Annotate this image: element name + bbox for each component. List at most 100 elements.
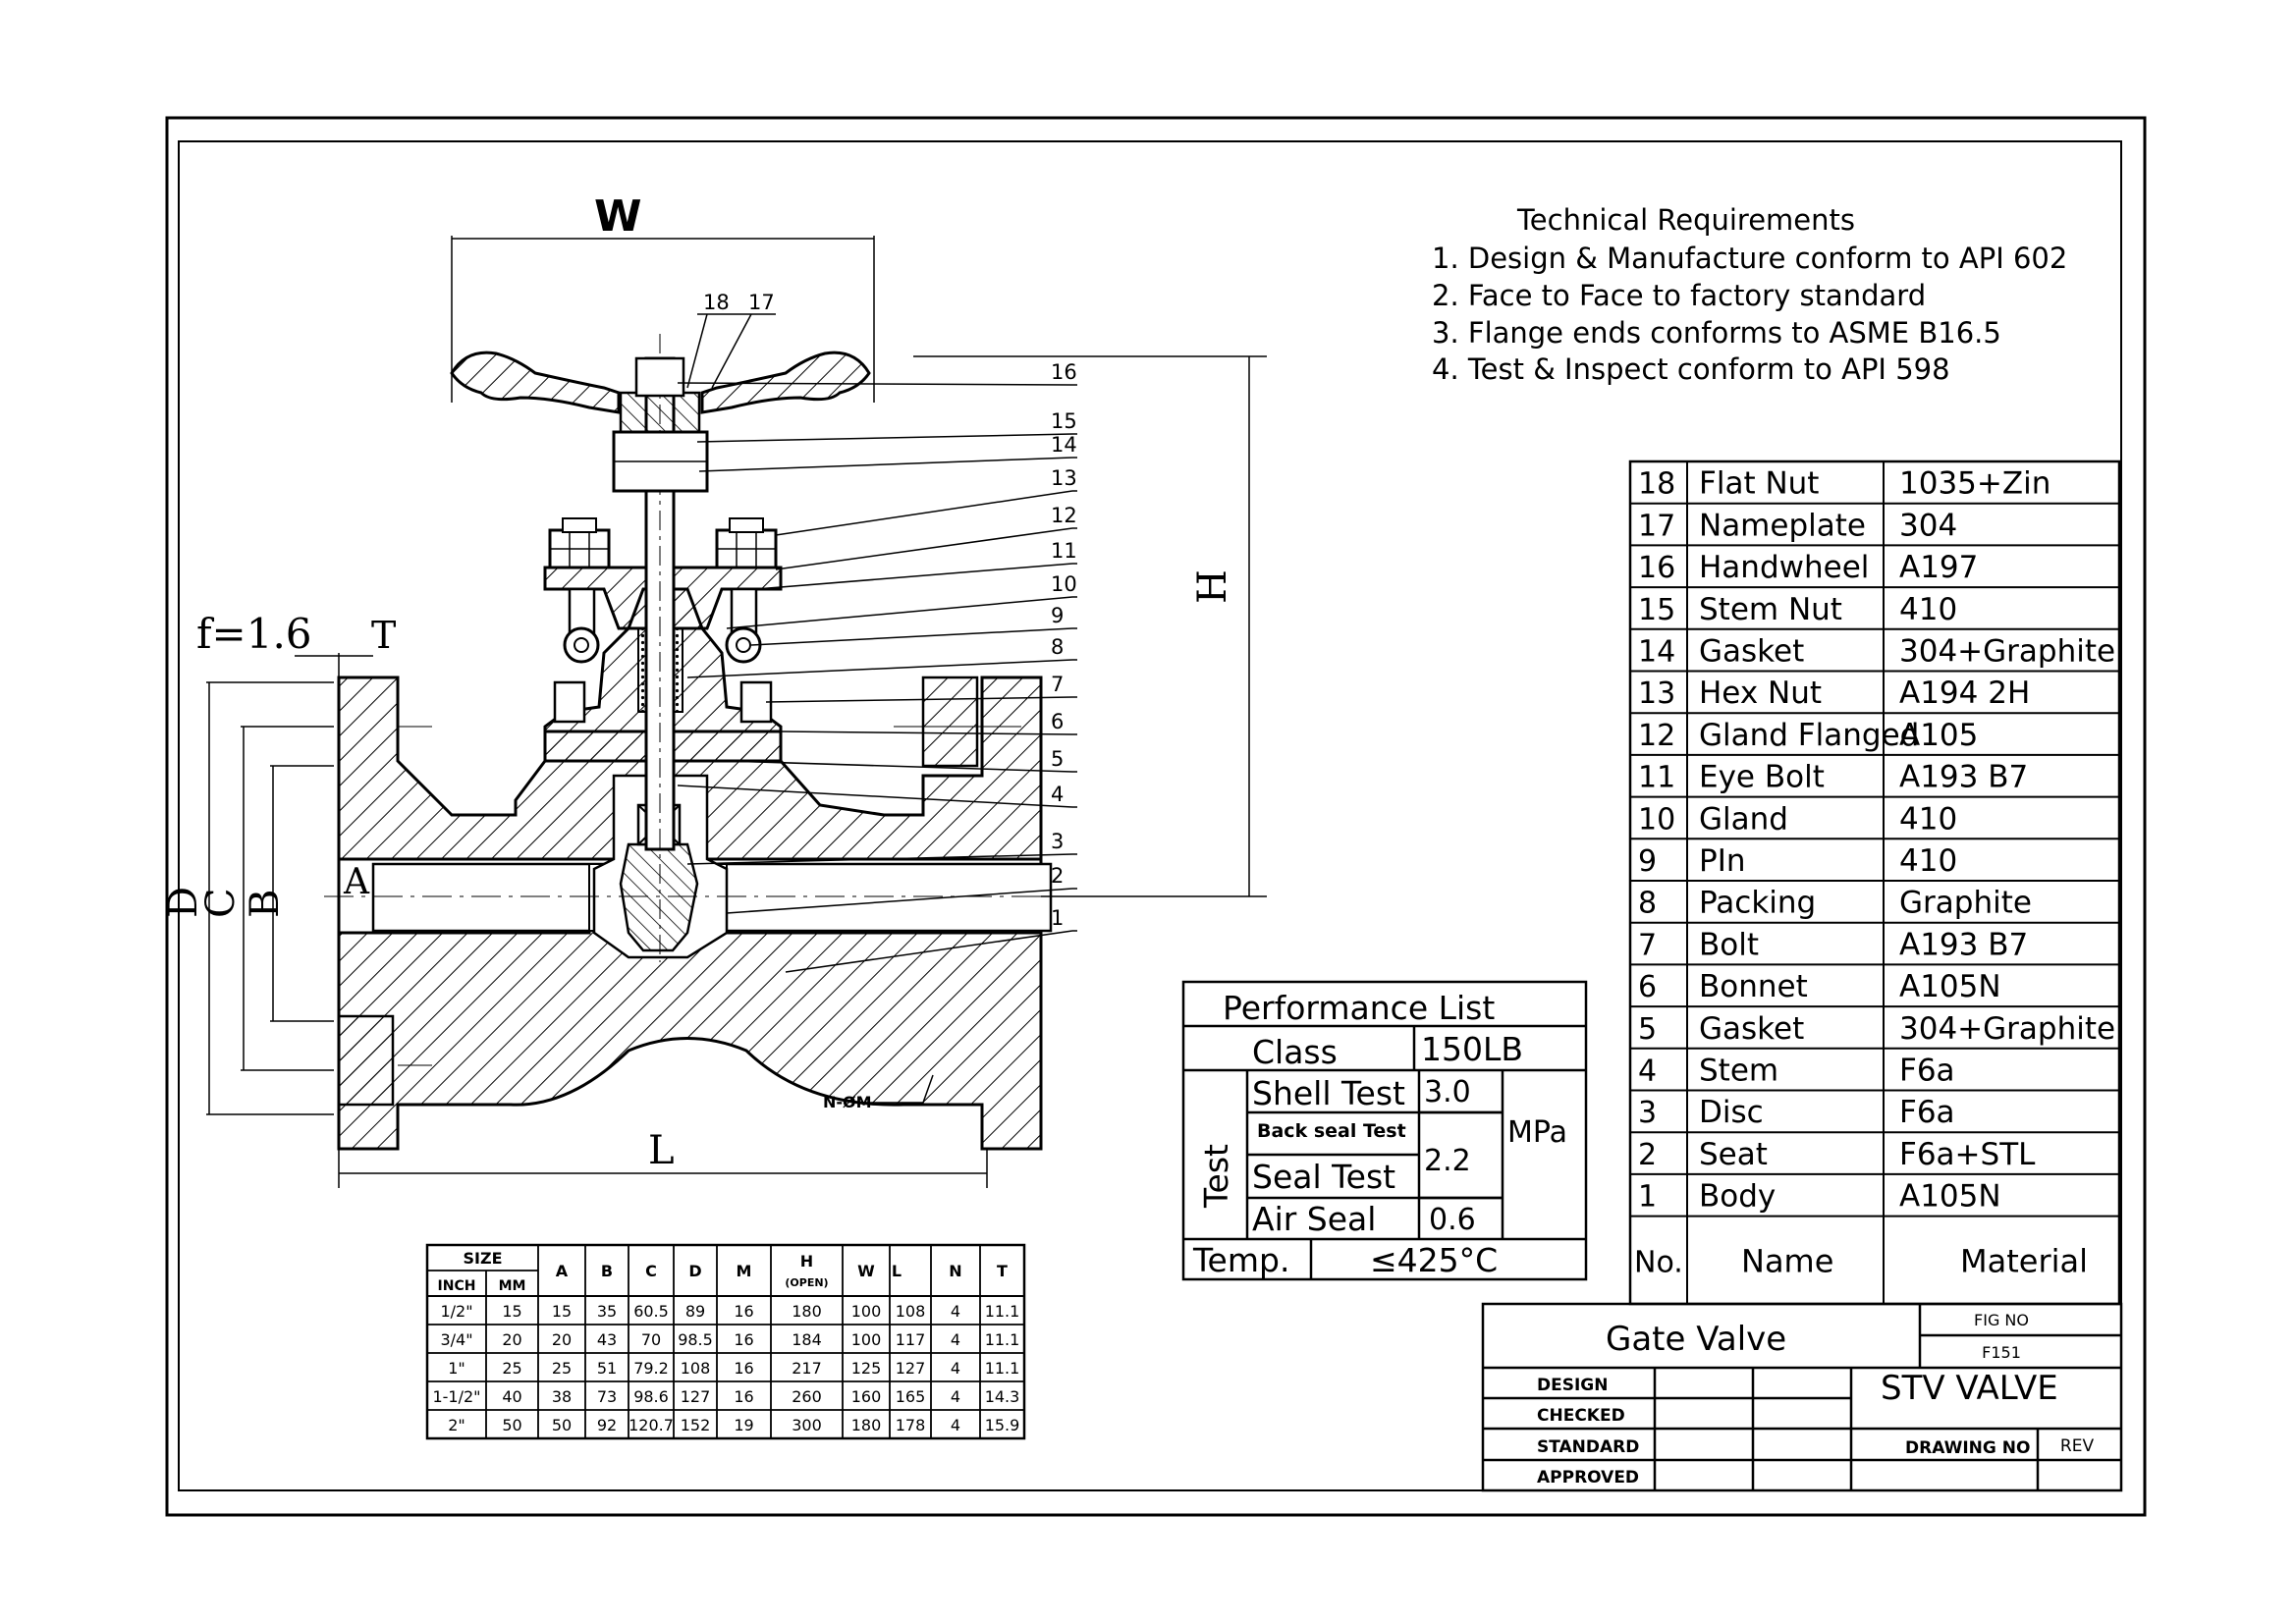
dim-a-label: A: [343, 862, 370, 902]
size-table-cell: 127: [681, 1387, 711, 1406]
size-table-cell: 300: [792, 1416, 822, 1434]
size-table-cell: 16: [734, 1330, 753, 1349]
part-name: Stem Nut: [1699, 592, 1842, 627]
part-material: Graphite: [1899, 886, 2032, 921]
part-callout-number: 8: [1051, 635, 1064, 659]
part-material: 410: [1899, 801, 1957, 837]
part-callout-number: 6: [1051, 710, 1064, 733]
size-table-cell: 73: [597, 1387, 617, 1406]
dim-d-label: D: [161, 887, 206, 918]
part-material: A193 B7: [1899, 760, 2028, 795]
fig-no-value: F151: [1982, 1343, 2021, 1362]
size-table-cell: 4: [951, 1416, 960, 1434]
size-table-cell: 260: [792, 1387, 822, 1406]
part-name: Bolt: [1699, 927, 1759, 962]
size-table-cell: 35: [597, 1302, 617, 1321]
perf-seal-value: 2.2: [1424, 1144, 1471, 1178]
part-callout-number: 2: [1051, 864, 1064, 888]
size-table-cell: 38: [552, 1387, 572, 1406]
part-material: 410: [1899, 843, 1957, 879]
checked-label: CHECKED: [1537, 1406, 1625, 1426]
size-table-cell: 180: [792, 1302, 822, 1321]
dim-c-label: C: [198, 888, 244, 918]
tech-req-item: 2. Face to Face to factory standard: [1432, 279, 1926, 312]
dim-t-label: T: [371, 614, 396, 657]
size-table-cell: 11.1: [985, 1359, 1020, 1378]
part-no: 2: [1638, 1138, 1657, 1172]
part-no: 12: [1638, 719, 1675, 753]
size-table-cell: 127: [896, 1359, 926, 1378]
part-name: Nameplate: [1699, 508, 1866, 543]
part-material: 304: [1899, 508, 1957, 543]
perf-seal-test: Seal Test: [1252, 1158, 1395, 1196]
part-callout-number: 10: [1051, 572, 1077, 596]
size-table-cell: 1-1/2": [432, 1387, 480, 1406]
part-no: 1: [1638, 1180, 1657, 1215]
h-open-header: (OPEN): [785, 1276, 828, 1289]
fig-no-label: FIG NO: [1974, 1311, 2029, 1329]
part-no: 5: [1638, 1012, 1657, 1047]
title-block: Gate Valve FIG NO F151 STV VALVE DESIGN …: [1481, 1302, 2123, 1492]
design-label: DESIGN: [1537, 1376, 1608, 1395]
part-material: 410: [1899, 592, 1957, 627]
part-no: 3: [1638, 1096, 1657, 1130]
part-no: 10: [1638, 802, 1675, 837]
inch-header: INCH: [438, 1278, 476, 1294]
perf-back-seal: Back seal Test: [1257, 1120, 1406, 1142]
part-callout-number: 17: [748, 291, 775, 314]
part-material: F6a: [1899, 1095, 1955, 1130]
part-no: 17: [1638, 509, 1675, 543]
size-table-cell: 20: [552, 1330, 572, 1349]
part-name: Gasket: [1699, 634, 1804, 670]
size-table-cell: 217: [792, 1359, 822, 1378]
part-no: 6: [1638, 970, 1657, 1004]
title-valve-name: Gate Valve: [1606, 1320, 1786, 1359]
size-table-cell: 16: [734, 1302, 753, 1321]
part-name: Seat: [1699, 1137, 1768, 1172]
size-table-cell: 16: [734, 1387, 753, 1406]
table-t-header: T: [997, 1262, 1008, 1280]
dim-hole-label: N-ØM: [823, 1093, 872, 1111]
inner-border: [178, 140, 2122, 1491]
perf-class-value: 150LB: [1421, 1030, 1523, 1068]
size-table-cell: 3/4": [440, 1330, 472, 1349]
part-material: A197: [1899, 550, 1978, 585]
tech-req-title: Technical Requirements: [1516, 203, 1855, 237]
size-table-cell: 4: [951, 1387, 960, 1406]
size-table-cell: 43: [597, 1330, 617, 1349]
valve-section-drawing: [324, 334, 1061, 1151]
part-callout-number: 18: [703, 291, 730, 314]
size-table-cell: 25: [552, 1359, 572, 1378]
size-table-cell: 100: [851, 1302, 882, 1321]
size-table-cell: 50: [552, 1416, 572, 1434]
dim-b-label: B: [243, 890, 288, 918]
size-table-cell: 51: [597, 1359, 617, 1378]
size-table-cell: 11.1: [985, 1302, 1020, 1321]
part-callout-number: 9: [1051, 604, 1064, 627]
company-name: STV VALVE: [1881, 1369, 2058, 1408]
perf-temp-label: Temp.: [1192, 1241, 1289, 1279]
part-callout-number: 15: [1051, 409, 1077, 433]
size-table-cell: 120.7: [629, 1416, 674, 1434]
size-table-cell: 108: [896, 1302, 926, 1321]
size-table-cell: 16: [734, 1359, 753, 1378]
h-header: H: [800, 1252, 813, 1271]
part-callout-number: 12: [1051, 504, 1077, 527]
size-table-cell: 40: [502, 1387, 521, 1406]
part-name: Flat Nut: [1699, 466, 1819, 502]
part-no: 11: [1638, 761, 1675, 795]
size-table-cell: 98.6: [633, 1387, 669, 1406]
part-no: 13: [1638, 676, 1675, 711]
part-material: A105: [1899, 718, 1978, 753]
dim-h-label: H: [1190, 569, 1235, 604]
n-header: N: [949, 1262, 961, 1280]
size-table-cell: 180: [851, 1416, 882, 1434]
dim-l-label: L: [648, 1128, 675, 1173]
size-table-cell: 70: [641, 1330, 661, 1349]
dim-w-label: W: [594, 191, 642, 242]
size-table-cell: 15.9: [985, 1416, 1020, 1434]
